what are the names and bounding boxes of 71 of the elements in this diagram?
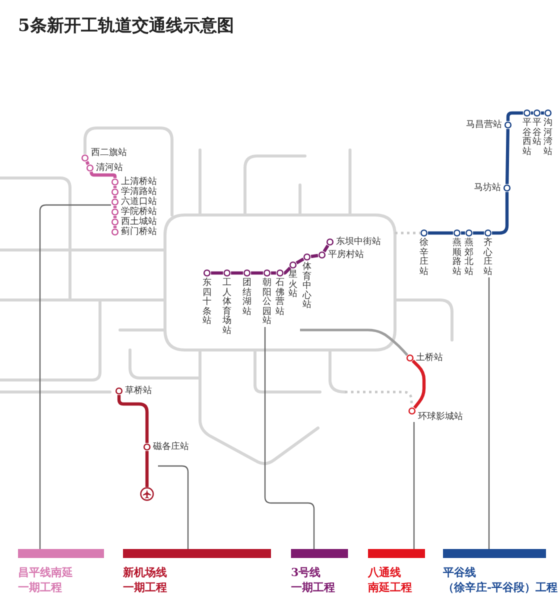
rail-line (145, 451, 149, 487)
leader-line (413, 422, 415, 549)
rail-line (85, 160, 90, 166)
station-name: 燕顺路站 (452, 239, 462, 278)
rail-line (113, 196, 117, 198)
rail-line (231, 271, 243, 275)
station-name: 石佛营站 (275, 279, 285, 318)
station-name: 团结湖站 (242, 279, 252, 318)
station-name: 环球影城站 (418, 412, 463, 422)
station-name: 马昌营站 (466, 120, 502, 130)
rail-line (90, 171, 117, 178)
rail-line (251, 271, 263, 275)
rail-line (428, 231, 453, 235)
rail-line (412, 360, 426, 409)
station-name: 草桥站 (125, 386, 152, 396)
station-name: 朝阳公园站 (262, 279, 272, 327)
station-name: 平谷站 (532, 119, 542, 148)
station-name: 土桥站 (416, 353, 443, 363)
rail-line (541, 111, 544, 115)
rail-line (113, 216, 117, 218)
station-name: 沟河湾站 (543, 119, 553, 158)
station-name: 平房村站 (328, 250, 364, 260)
existing-rail-line (84, 140, 86, 154)
rail-line (282, 266, 292, 275)
station-name: 蓟门桥站 (121, 227, 157, 237)
rail-line (492, 192, 509, 235)
station-name: 清河站 (96, 163, 123, 173)
station-name: 体育中心站 (302, 263, 312, 311)
station-name: 磁各庄站 (153, 442, 189, 452)
rail-line (113, 206, 117, 208)
existing-rail-line (300, 328, 408, 356)
leader-line (264, 327, 315, 549)
rail-line (271, 271, 276, 275)
line-name-label: 昌平线南延一期工程 (18, 565, 73, 595)
rail-line (461, 231, 465, 235)
rail-line (322, 244, 330, 252)
diagram-title: 5条新开工轨道交通线示意图 (18, 15, 234, 37)
station-name: 学院桥站 (121, 207, 157, 217)
rail-line (113, 186, 117, 188)
station-name: 学清路站 (121, 187, 157, 197)
station-name: 平谷西站 (522, 119, 532, 158)
rail-line (531, 111, 533, 115)
rail-line (113, 226, 117, 228)
line-name-label: 平谷线（徐辛庄-平谷段）工程 (443, 565, 558, 595)
rail-line (506, 111, 523, 121)
rail-line (506, 128, 510, 184)
station-name: 马坊站 (474, 183, 501, 193)
existing-rail-line (395, 232, 420, 234)
station-name: 齐心庄站 (483, 239, 493, 278)
line-name-label: 新机场线一期工程 (123, 565, 167, 595)
station-name: 西二旗站 (91, 148, 127, 158)
station-name: 东四十条站 (202, 279, 212, 327)
rail-line (310, 254, 318, 258)
leader-line (488, 277, 490, 549)
station-name: 星火站 (288, 271, 298, 300)
rail-line (296, 258, 304, 264)
station-name: 东坝中街站 (336, 237, 381, 247)
leader-line (39, 204, 111, 549)
station-name: 工人体育场站 (222, 279, 232, 337)
station-name: 上清桥站 (121, 177, 157, 187)
rail-line (211, 271, 223, 275)
station-name: 六道口站 (121, 197, 157, 207)
rail-line (117, 395, 149, 443)
station-name: 燕郊北站 (464, 239, 474, 278)
station-name: 徐辛庄站 (419, 239, 429, 278)
rail-line (473, 231, 484, 235)
existing-rail-line (345, 390, 414, 408)
line-name-label: 3号线一期工程 (291, 565, 335, 595)
leader-line (158, 465, 189, 549)
line-name-label: 八通线南延工程 (368, 565, 412, 595)
station-name: 西土城站 (121, 217, 157, 227)
